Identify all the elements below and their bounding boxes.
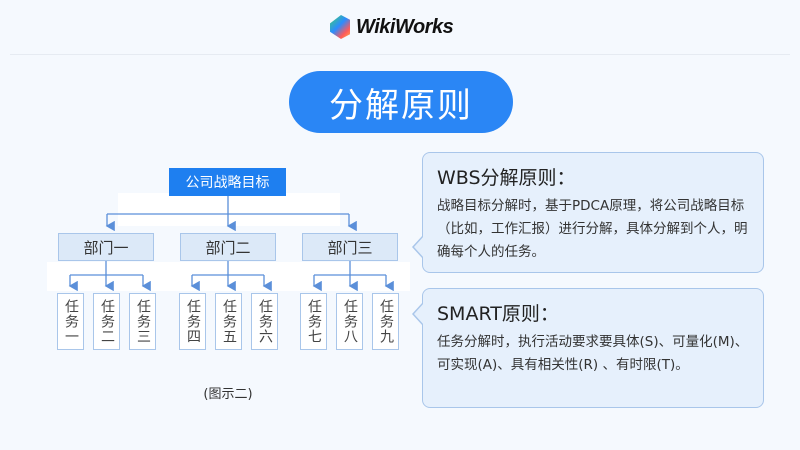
card-body: 任务分解时，执行活动要求要具体(S)、可量化(M)、可实现(A)、具有相关性(R…	[437, 334, 749, 373]
wbs-principle-card: WBS分解原则： 战略目标分解时，基于PDCA原理，将公司战略目标（比如，工作汇…	[412, 152, 764, 273]
department-node: 部门三	[302, 233, 398, 261]
logo-text: WikiWorks	[356, 15, 454, 38]
header-divider	[10, 54, 790, 55]
task-node: 任务九	[372, 293, 399, 350]
task-node: 任务三	[129, 293, 156, 350]
wikiworks-logo-icon	[330, 15, 350, 39]
task-node: 任务二	[93, 293, 120, 350]
page-title: 分解原则	[289, 71, 513, 133]
card-title: WBS分解原则：	[437, 167, 576, 189]
diagram-caption: (图示二)	[203, 387, 253, 402]
pointer	[412, 302, 424, 326]
task-node: 任务六	[251, 293, 278, 350]
line-background	[118, 193, 340, 226]
card-title: SMART原则：	[437, 303, 559, 325]
task-node: 任务一	[57, 293, 84, 350]
pointer	[412, 235, 424, 259]
logo: WikiWorks	[330, 14, 454, 40]
task-node: 任务五	[215, 293, 242, 350]
task-node: 任务七	[300, 293, 327, 350]
smart-principle-card: SMART原则： 任务分解时，执行活动要求要具体(S)、可量化(M)、可实现(A…	[412, 288, 764, 408]
card-body: 战略目标分解时，基于PDCA原理，将公司战略目标（比如，工作汇报）进行分解，具体…	[437, 198, 748, 260]
task-node: 任务四	[179, 293, 206, 350]
department-node: 部门二	[180, 233, 276, 261]
root-node: 公司战略目标	[169, 168, 286, 196]
task-node: 任务八	[336, 293, 363, 350]
department-node: 部门一	[58, 233, 154, 261]
